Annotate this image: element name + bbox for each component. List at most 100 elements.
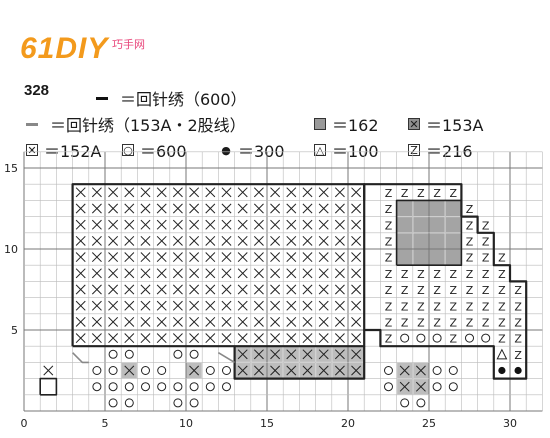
stitch-cell-O	[384, 382, 393, 392]
legend-backstitch-153a: ＝回针绣（153A・2股线）	[26, 112, 246, 136]
stitch-cell-Z: Z	[450, 268, 458, 281]
stitch-cell-X	[75, 252, 86, 263]
stitch-cell-X	[302, 268, 313, 279]
stitch-cell-O	[432, 366, 442, 375]
stitch-cell-X	[270, 333, 281, 344]
site-logo[interactable]: 61DIY 巧手网	[20, 22, 160, 66]
stitch-cell-XD	[121, 362, 137, 379]
stitch-cell-O	[465, 333, 474, 343]
stitch-cell-X	[205, 187, 216, 198]
stitch-cell-X	[270, 252, 281, 263]
stitch-cell-Z: Z	[514, 349, 522, 362]
stitch-cell-Z: Z	[482, 252, 490, 265]
stitch-cell-X	[253, 252, 264, 263]
svg-text:Z: Z	[450, 187, 458, 200]
stitch-cell-O	[432, 382, 442, 392]
x-tick-label: 0	[21, 417, 28, 430]
stitch-cell-X	[189, 235, 200, 246]
stitch-cell-X	[75, 235, 86, 246]
stitch-cell-O	[124, 382, 134, 392]
stitch-cell-Z: Z	[385, 284, 393, 297]
x-tick-label: 25	[422, 417, 436, 430]
stitch-cell-XD	[413, 362, 429, 379]
svg-text:Z: Z	[466, 219, 474, 232]
stitch-cell-XD	[251, 362, 267, 379]
stitch-cell-O	[124, 398, 134, 408]
stitch-cell-X	[43, 365, 54, 376]
stitch-cell-O	[384, 366, 393, 375]
stitch-cell-X	[253, 235, 264, 246]
svg-text:Z: Z	[466, 317, 474, 330]
y-tick-label: 15	[4, 162, 18, 175]
stitch-cell-Z: Z	[417, 187, 425, 200]
svg-text:Z: Z	[466, 300, 474, 313]
stitch-cell-X	[205, 235, 216, 246]
stitch-cell-X	[253, 219, 264, 230]
stitch-cell-X	[108, 187, 119, 198]
stitch-cell-X	[351, 219, 362, 230]
stitch-cell-X	[286, 300, 297, 311]
stitch-cell-X	[237, 333, 248, 344]
stitch-cell-X	[205, 203, 216, 214]
stitch-cell-Z: Z	[466, 219, 474, 232]
svg-text:Z: Z	[514, 300, 522, 313]
stitch-cell-O	[173, 349, 183, 359]
stitch-cell-Z: Z	[514, 284, 522, 297]
stitch-cell-X	[253, 316, 264, 327]
stitch-cell-Z: Z	[482, 268, 490, 281]
stitch-cell-X	[318, 316, 329, 327]
stitch-cell-O	[205, 382, 215, 392]
svg-text:Z: Z	[482, 219, 490, 232]
stitch-cell-X	[334, 203, 345, 214]
stitch-cell-X	[140, 333, 151, 344]
stitch-cell-XD	[299, 346, 316, 362]
stitch-cell-X	[270, 187, 281, 198]
stitch-cell-X	[172, 284, 183, 295]
stitch-cell-X	[351, 333, 362, 344]
stitch-cell-X	[156, 203, 167, 214]
stitch-cell-X	[124, 268, 135, 279]
stitch-cell-X	[286, 203, 297, 214]
stitch-cell-X	[318, 187, 329, 198]
stitch-cell-XD	[235, 362, 251, 379]
stitch-cell-X	[75, 316, 86, 327]
stitch-cell-X	[124, 252, 135, 263]
x-tick-label: 5	[102, 417, 109, 430]
stitch-cell-X	[172, 316, 183, 327]
stitch-cell-X	[124, 187, 135, 198]
legend-backstitch-600: ＝回针绣（600）	[96, 86, 247, 110]
gray-fill-icon	[314, 118, 326, 130]
y-tick-label: 5	[11, 324, 18, 337]
stitch-cell-Z: Z	[482, 317, 490, 330]
stitch-cell-G	[413, 200, 429, 217]
stitch-cell-X	[334, 235, 345, 246]
svg-text:Z: Z	[498, 317, 506, 330]
stitch-cell-X	[91, 235, 102, 246]
stitch-cell-X	[91, 203, 102, 214]
stitch-cell-X	[156, 235, 167, 246]
stitch-cell-X	[124, 235, 135, 246]
svg-text:Z: Z	[498, 252, 506, 265]
stitch-cell-X	[270, 203, 281, 214]
stitch-cell-X	[75, 219, 86, 230]
stitch-cell-X	[270, 219, 281, 230]
stitch-cell-X	[318, 284, 329, 295]
stitch-cell-X	[334, 333, 345, 344]
stitch-cell-X	[302, 235, 313, 246]
svg-text:Z: Z	[385, 300, 393, 313]
stitch-cell-Z: Z	[417, 284, 425, 297]
stitch-cell-X	[318, 333, 329, 344]
stitch-cell-Z: Z	[385, 300, 393, 313]
svg-text:Z: Z	[417, 300, 425, 313]
stitch-cell-X	[221, 235, 232, 246]
stitch-cell-X	[189, 300, 200, 311]
triangle-icon: △	[314, 143, 326, 157]
stitch-cell-G	[445, 217, 461, 233]
stitch-cell-X	[221, 300, 232, 311]
stitch-cell-X	[318, 268, 329, 279]
stitch-cell-X	[351, 268, 362, 279]
stitch-cell-X	[286, 187, 297, 198]
svg-text:Z: Z	[401, 268, 409, 281]
stitch-cell-D	[498, 366, 506, 375]
stitch-cell-O	[400, 333, 410, 343]
